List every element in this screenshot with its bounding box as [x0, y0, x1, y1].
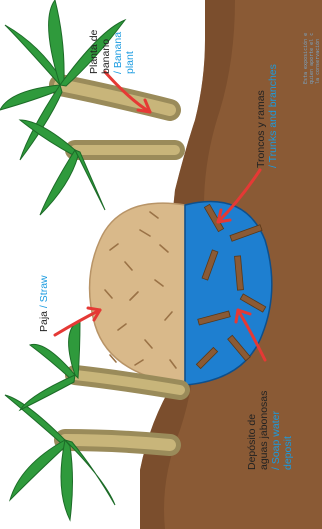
deposit-label-en-2: deposit [282, 391, 294, 470]
side-note-line-3: la conservación [315, 33, 321, 84]
trunks-label-es: Troncos y ramas [255, 64, 267, 168]
straw-label-sep: / [38, 302, 50, 311]
trunks-label: Troncos y ramas / Trunks and branches [255, 64, 279, 168]
straw-label-es: Paja [38, 311, 50, 332]
deposit-label-es-1: Depósito de [246, 391, 258, 470]
banana-label-es-1: Planta de [88, 30, 100, 74]
deposit-label-es-2: aguas jabonosas [258, 391, 270, 470]
straw-label: Paja / Straw [38, 275, 50, 332]
trunks-label-en: / Trunks and branches [267, 64, 279, 168]
banana-label-en-1: / Banana [112, 30, 124, 74]
straw-label-en: Straw [38, 275, 50, 302]
banana-label-en-2: plant [124, 30, 136, 74]
banana-plant-label: Planta de banano / Banana plant [88, 30, 136, 74]
deposit-label-en-1: / Soap water [270, 391, 282, 470]
straw-pile [90, 203, 185, 385]
deposit-label: Depósito de aguas jabonosas / Soap water… [246, 391, 294, 470]
side-note: Esta exposición e quien aporte el c la c… [303, 33, 321, 84]
banana-label-es-2: banano [100, 30, 112, 74]
